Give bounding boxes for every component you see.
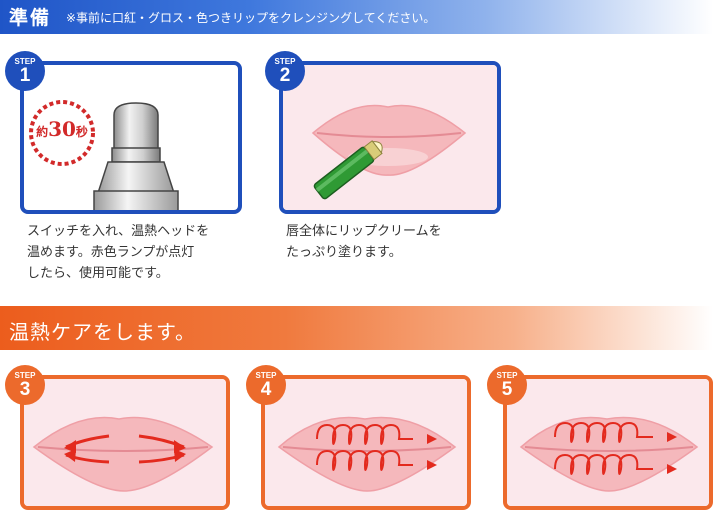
step-3-panel (20, 375, 230, 510)
step-1-description: スイッチを入れ、温熱ヘッドを 温めます。赤色ランプが点灯 したら、使用可能です。 (27, 224, 210, 281)
step-2-panel (279, 61, 501, 214)
step-number: 3 (19, 379, 31, 400)
prep-header: 準備 ※事前に口紅・グロス・色つきリップをクレンジングしてください。 (0, 0, 713, 34)
step-number: 4 (260, 379, 272, 400)
step-4-panel (261, 375, 471, 510)
step-number: 5 (501, 379, 513, 400)
step-1-panel: 約30秒 (20, 61, 242, 214)
step-2-badge: STEP 2 (265, 51, 305, 91)
step-number: 1 (19, 65, 31, 86)
step-5-badge: STEP 5 (487, 365, 527, 405)
care-header: 温熱ケアをします。 (0, 306, 713, 350)
step-2-description: 唇全体にリップクリームを たっぷり塗ります。 (286, 224, 442, 260)
lips-outward-arrows-icon (24, 379, 226, 506)
timer-label: 約30秒 (36, 117, 88, 141)
step-4-badge: STEP 4 (246, 365, 286, 405)
lips-spiral-inward-icon (507, 379, 709, 506)
lip-balm-icon (283, 65, 497, 210)
prep-note: ※事前に口紅・グロス・色つきリップをクレンジングしてください。 (66, 11, 436, 25)
prep-title: 準備 (9, 7, 52, 29)
lips-spiral-outward-icon (265, 379, 467, 506)
care-title: 温熱ケアをします。 (9, 320, 196, 344)
step-number: 2 (279, 65, 291, 86)
step-1-badge: STEP 1 (5, 51, 45, 91)
step-5-panel (503, 375, 713, 510)
heated-device-head-icon (29, 100, 179, 210)
step-3-badge: STEP 3 (5, 365, 45, 405)
